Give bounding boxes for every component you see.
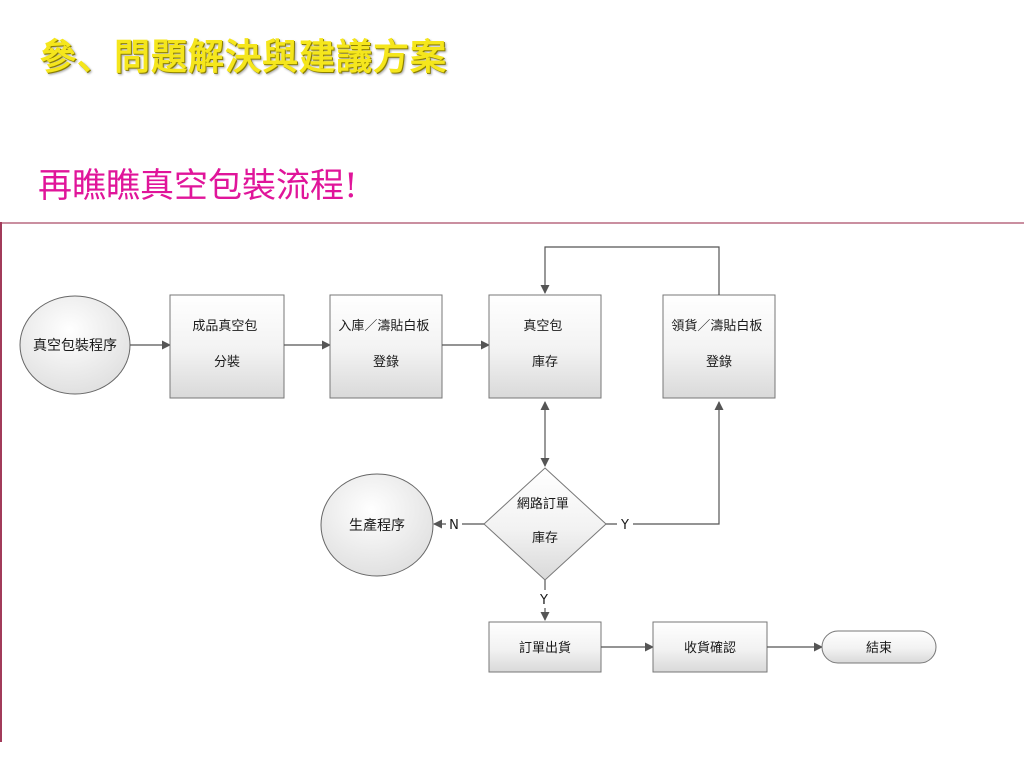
- pack-box: 成品真空包 分裝: [169, 294, 285, 399]
- slide-subtitle: 再瞧瞧真空包裝流程!: [38, 166, 358, 206]
- diagram-frame: 真空包裝程序 成品真空包 分裝 入庫／濤貼白板 登錄 真空包 庫存 領貨／濤貼白…: [0, 222, 1024, 742]
- decision-label: 網路訂單 庫存: [517, 496, 573, 546]
- flowchart: 真空包裝程序 成品真空包 分裝 入庫／濤貼白板 登錄 真空包 庫存 領貨／濤貼白…: [0, 222, 1024, 742]
- production-ellipse: 生產程序: [320, 473, 434, 577]
- confirm-box: 收貨確認: [652, 621, 768, 673]
- pickup-box-line1: 領貨／濤貼白板: [671, 318, 762, 334]
- label-no-bg: [446, 515, 462, 533]
- decision-line2: 庫存: [532, 531, 558, 546]
- decision-line1: 網路訂單: [517, 496, 569, 512]
- ship-box: 訂單出貨: [488, 621, 602, 673]
- stockin-box-label: 入庫／濤貼白板 登錄: [338, 318, 433, 370]
- end-terminator: 結束: [821, 630, 937, 664]
- inventory-box-line1: 真空包: [523, 319, 562, 334]
- stockin-box-line1: 入庫／濤貼白板: [338, 318, 429, 334]
- start-ellipse: 真空包裝程序: [19, 295, 131, 395]
- pack-box-label: 成品真空包 分裝: [192, 319, 261, 370]
- production-label: 生產程序: [349, 517, 405, 534]
- pack-box-line1: 成品真空包: [192, 319, 257, 334]
- stockin-box: 入庫／濤貼白板 登錄: [329, 294, 443, 399]
- connector-pickup-inventory: [540, 246, 720, 295]
- confirm-box-label: 收貨確認: [684, 640, 736, 656]
- pickup-box-label: 領貨／濤貼白板 登錄: [671, 318, 766, 370]
- pickup-box: 領貨／濤貼白板 登錄: [662, 294, 776, 399]
- pack-box-line2: 分裝: [214, 355, 240, 370]
- ship-box-label: 訂單出貨: [519, 640, 571, 656]
- stockin-box-line2: 登錄: [373, 355, 399, 370]
- slide-title: 參、問題解決與建議方案: [40, 37, 448, 78]
- connector-decision-pickup: [606, 401, 724, 525]
- label-yes-right: Y: [620, 518, 629, 533]
- end-label: 結束: [866, 641, 892, 656]
- inventory-box: 真空包 庫存: [488, 294, 602, 399]
- label-no: N: [449, 518, 459, 533]
- label-yes-right-bg: [617, 515, 633, 533]
- decision-diamond: 網路訂單 庫存: [483, 467, 607, 581]
- inventory-box-label: 真空包 庫存: [523, 319, 566, 370]
- pickup-box-line2: 登錄: [706, 355, 732, 370]
- inventory-box-line2: 庫存: [532, 355, 558, 370]
- label-yes-down: Y: [539, 593, 548, 608]
- label-yes-down-bg: [536, 590, 552, 608]
- start-label: 真空包裝程序: [33, 338, 117, 354]
